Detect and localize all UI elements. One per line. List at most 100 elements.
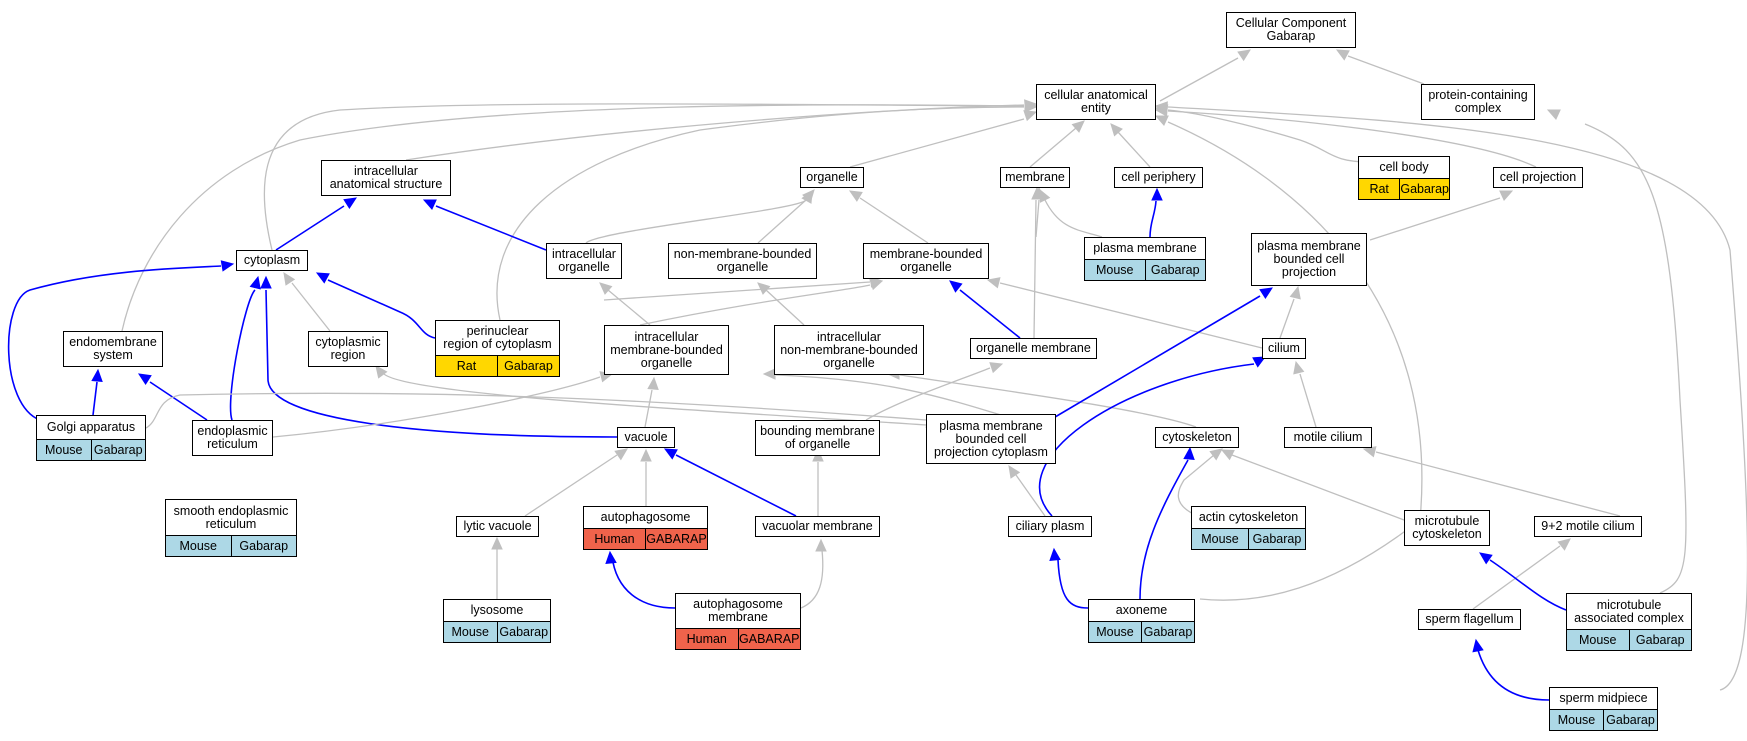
arrowhead [1024,101,1038,113]
node-organelle[interactable]: organelle [800,167,864,188]
is-a-edge [603,281,871,301]
node-label: organelle membrane [976,341,1091,355]
node-label: vacuolar membrane [762,519,873,533]
is-a-edge [639,284,871,326]
node-label: plasma membrane bounded cell projection [1257,239,1361,279]
node-cytoplasmic-region[interactable]: cytoplasmic region [308,331,388,367]
node-cytoplasm[interactable]: cytoplasm [236,250,308,271]
arrowhead [802,189,815,203]
species-cell: Mouse [444,622,497,642]
arrowhead [1335,49,1350,61]
part-of-edge [1049,295,1261,421]
node-intracellular-non-membrane-bounded-organelle[interactable]: intracellular non-membrane-bounded organ… [774,325,924,375]
arrowhead [91,368,103,382]
arrowhead [1183,446,1195,460]
node-label: lytic vacuole [463,519,532,533]
node-lytic-vacuole[interactable]: lytic vacuole [456,516,539,537]
node-cilium[interactable]: cilium [1262,338,1306,359]
is-a-edge [405,104,1025,161]
part-of-edge [92,381,98,416]
node-endomembrane-system[interactable]: endomembrane system [63,331,163,367]
species-cell: Mouse [1567,630,1629,650]
node-label: autophagosome [600,510,691,524]
part-of-edge [959,289,1021,339]
arrowhead [605,550,617,564]
arrowhead [1293,360,1305,375]
node-label: motile cilium [1293,430,1363,444]
node-cellular-component-root[interactable]: Cellular Component Gabarap [1226,12,1356,48]
node-ciliary-plasm[interactable]: ciliary plasm [1008,516,1092,537]
is-a-edge [1035,199,1040,238]
node-membrane-bounded-organelle[interactable]: membrane-bounded organelle [863,243,989,279]
node-label: intracellular non-membrane-bounded organ… [780,329,918,370]
node-protein-containing-complex[interactable]: protein-containing complex [1421,84,1535,120]
node-cellular-anatomical-entity[interactable]: cellular anatomical entity [1036,84,1156,120]
gene-cell: Gabarap [1144,260,1205,280]
node-endoplasmic-reticulum[interactable]: endoplasmic reticulum [192,420,273,456]
node-plasma-membrane-bounded-cell-projection[interactable]: plasma membrane bounded cell projection [1251,233,1367,286]
node-cell-periphery[interactable]: cell periphery [1114,167,1203,188]
node-intracellular-organelle[interactable]: intracellular organelle [546,243,622,279]
node-intracellular-anatomical-structure[interactable]: intracellular anatomical structure [321,160,451,196]
node-bounding-membrane-of-organelle[interactable]: bounding membrane of organelle [755,420,880,456]
node-label: organelle [806,170,858,184]
node-label: endomembrane system [69,335,157,362]
arrowhead [815,538,827,552]
node-motile-cilium[interactable]: motile cilium [1284,427,1372,448]
node-membrane[interactable]: membrane [1000,167,1070,188]
arrowhead [1023,110,1038,122]
arrowhead [1472,638,1484,653]
arrowhead [375,365,388,379]
is-a-edge [272,376,601,438]
node-vacuole[interactable]: vacuole [617,427,675,448]
arrowhead [1154,115,1169,127]
arrowhead [137,373,152,386]
node-9-plus-2-motile-cilium[interactable]: 9+2 motile cilium [1534,516,1642,537]
arrowhead [949,280,963,293]
arrowhead [757,282,771,295]
node-non-membrane-bounded-organelle[interactable]: non-membrane-bounded organelle [668,243,817,279]
node-label: membrane [1005,170,1065,184]
node-sperm-flagellum[interactable]: sperm flagellum [1418,609,1521,630]
is-a-edge [1159,57,1239,102]
is-a-edge [1029,127,1077,168]
node-pm-bounded-cell-projection-cytoplasm[interactable]: plasma membrane bounded cell projection … [926,414,1056,464]
node-label: cytoplasmic region [315,335,381,362]
arrowhead [1479,552,1493,565]
arrowhead [614,448,628,461]
arrowhead [599,282,613,295]
node-microtubule-cytoskeleton[interactable]: microtubule cytoskeleton [1404,510,1490,546]
node-organelle-membrane[interactable]: organelle membrane [970,338,1097,359]
species-cell: Rat [1359,179,1400,199]
arrowhead [1289,285,1301,300]
arrowhead [1252,356,1267,368]
part-of-edge [1149,200,1157,238]
is-a-edge [145,392,927,429]
node-intracellular-membrane-bounded-organelle[interactable]: intracellular membrane-bounded organelle [604,325,729,375]
node-cytoskeleton[interactable]: cytoskeleton [1155,427,1239,448]
part-of-edge [675,454,797,517]
node-label: lysosome [470,603,524,617]
is-a-edge [1167,109,1371,163]
part-of-edge [611,555,676,609]
node-label: cilium [1268,341,1300,355]
node-vacuolar-membrane[interactable]: vacuolar membrane [755,516,880,537]
node-cell-projection[interactable]: cell projection [1493,167,1583,188]
is-a-edge [1279,298,1295,339]
arrowhead [989,362,1004,374]
